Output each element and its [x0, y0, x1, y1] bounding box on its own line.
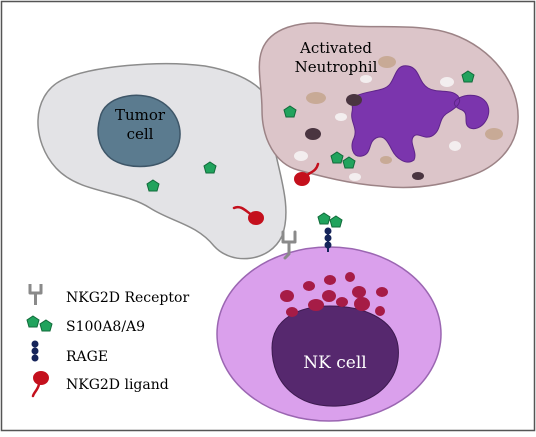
- granule: [303, 281, 315, 291]
- nk-granules: [280, 272, 388, 317]
- granule: [346, 94, 362, 106]
- nkg2d-receptor-on-nk: [281, 230, 297, 260]
- nkg2d-ligand-icon: [31, 371, 49, 398]
- granule: [440, 77, 454, 87]
- granule: [352, 286, 366, 298]
- rage-bead: [324, 241, 332, 249]
- nk-cell-label: NK cell: [303, 353, 366, 373]
- granule: [378, 56, 396, 68]
- legend-item-s100a8-a9: S100A8/A9: [26, 315, 145, 335]
- granule: [280, 290, 294, 302]
- receptor-shape: [281, 230, 297, 260]
- rage-icon: [31, 340, 39, 362]
- tumor-cell: Tumor cell: [37, 62, 287, 260]
- granule: [305, 128, 321, 140]
- legend-item-nkg2d-receptor: NKG2D Receptor: [28, 284, 189, 306]
- neutrophil-nucleus: [351, 65, 490, 163]
- granule: [286, 307, 298, 317]
- legend-label-nkg2d-ligand: NKG2D ligand: [66, 377, 169, 393]
- granule: [294, 151, 308, 161]
- tumor-nucleus: [97, 94, 181, 168]
- granule: [354, 297, 370, 311]
- granule: [345, 272, 355, 282]
- legend-item-rage: RAGE: [31, 340, 108, 365]
- granule: [380, 156, 392, 164]
- legend: NKG2D Receptor S100A8/A9 RAGE NKG2D liga…: [26, 284, 189, 398]
- granule: [449, 141, 461, 151]
- granule: [308, 299, 324, 311]
- ligand-head: [294, 172, 310, 186]
- neutrophil-cell: Activated Neutrophil: [258, 22, 519, 189]
- granule: [306, 92, 326, 104]
- granule: [412, 172, 424, 180]
- granule: [360, 75, 372, 83]
- neutrophil-granules: [294, 56, 503, 181]
- tumor-label-line1: Tumor: [115, 106, 166, 124]
- granule: [322, 290, 336, 302]
- ligand-neutrophil: [294, 162, 320, 186]
- granule: [335, 113, 347, 121]
- ligand-tumor: [232, 205, 264, 225]
- legend-label-s100a8-a9: S100A8/A9: [66, 319, 145, 335]
- legend-label-rage: RAGE: [66, 349, 108, 365]
- granule: [485, 128, 503, 140]
- granule: [375, 306, 385, 316]
- nkg2d-receptor-icon: [28, 284, 43, 305]
- granule: [336, 297, 348, 307]
- nk-nucleus: [271, 305, 399, 407]
- granule: [376, 287, 388, 297]
- tumor-label-line2: cell: [127, 125, 154, 143]
- granule: [324, 275, 336, 285]
- neutrophil-label-line2: Neutrophil: [295, 58, 378, 76]
- rage-bead: [324, 227, 332, 235]
- legend-item-nkg2d-ligand: NKG2D ligand: [31, 371, 169, 398]
- ligand-head: [248, 211, 264, 225]
- neutrophil-label-line1: Activated: [299, 39, 372, 57]
- nk-cell: NK cell: [216, 246, 442, 422]
- rage-on-nk: [317, 212, 343, 252]
- rage-bead: [324, 234, 332, 242]
- legend-label-nkg2d-receptor: NKG2D Receptor: [66, 290, 189, 306]
- granule: [349, 173, 361, 181]
